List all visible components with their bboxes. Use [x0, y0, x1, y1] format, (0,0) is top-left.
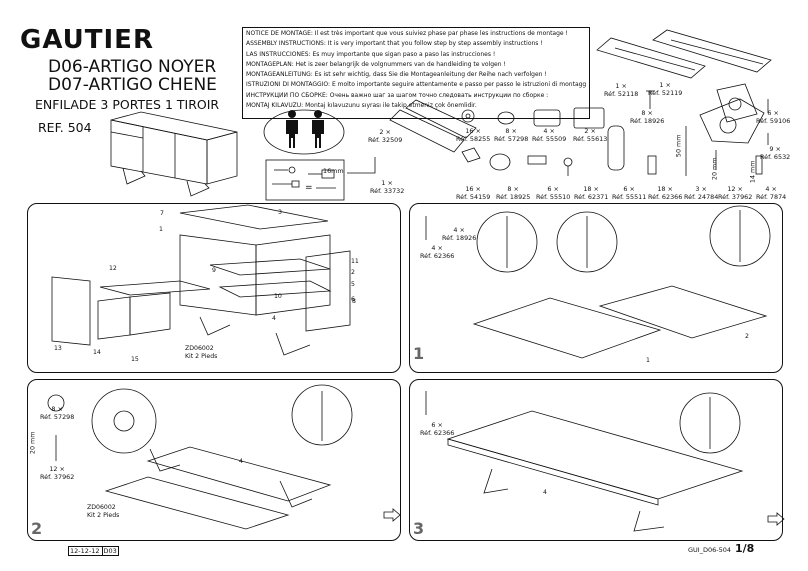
- overview-kit-code: ZD06002: [185, 345, 214, 352]
- hw-label-54159: 16 ×Réf. 54159: [456, 185, 491, 201]
- model-line-1: D06-ARTIGO NOYER: [48, 57, 217, 77]
- small-parts-row1: [461, 107, 605, 129]
- tools-box: =: [265, 159, 345, 201]
- hw-label-62366: 18 ×Réf. 62366: [648, 185, 683, 201]
- step2-kit-code: ZD06002: [87, 504, 116, 511]
- hw-label-33732: 1 ×Réf. 33732: [370, 179, 405, 195]
- hw-label-18925: 8 ×Réf. 18925: [496, 185, 531, 201]
- step2-kit-label: Kit 2 Pieds: [87, 512, 120, 519]
- brand-logo: GAUTIER: [20, 25, 154, 55]
- hw-label-32509: 2 ×Réf. 32509: [368, 128, 403, 144]
- hinge-and-screws: [646, 90, 769, 145]
- notice-line: LAS INSTRUCCIONES: Es muy importante que…: [246, 50, 496, 58]
- callout-7: 7: [160, 210, 164, 217]
- callout-6: 6: [351, 296, 355, 303]
- step2-dim-20mm: 20 mm: [28, 431, 37, 455]
- hw-label-52119: 1 ×Réf. 52119: [648, 81, 683, 97]
- hw-label-18926: 8 ×Réf. 18926: [630, 109, 665, 125]
- two-person-assembly-icon: [263, 109, 345, 155]
- step-1-drawing: [425, 205, 771, 359]
- drawer-runner-icon: [596, 29, 772, 123]
- hw-label-7874: 4 ×Réf. 7874: [756, 185, 787, 201]
- step3-callout-4: 4: [543, 489, 547, 496]
- notice-line: MONTAGEPLAN: Het is zeer belangrijk de v…: [246, 60, 506, 68]
- sideboard-thumbnail: [110, 111, 238, 197]
- callout-14: 14: [93, 349, 101, 356]
- dim-50mm: 50 mm: [674, 134, 683, 158]
- dim-20mm: 20 mm: [710, 157, 719, 181]
- step-3-panel: [409, 379, 783, 541]
- hw-label-57298: 8 ×Réf. 57298: [494, 127, 529, 143]
- product-name: ENFILADE 3 PORTES 1 TIROIR: [35, 97, 220, 112]
- step2-callout-4: 4: [239, 458, 243, 465]
- callout-13: 13: [54, 345, 62, 352]
- step3-part-62366: 6 ×Réf. 62366: [420, 421, 455, 437]
- callout-1: 1: [159, 226, 163, 233]
- reference: REF. 504: [38, 120, 92, 135]
- step1-callout-2: 2: [745, 333, 749, 340]
- hw-label-59106: 6 ×Réf. 59106: [756, 109, 791, 125]
- callout-4: 4: [272, 315, 276, 322]
- allen-key-icon: [347, 157, 376, 174]
- step2-part-37962: 12 ×Réf. 37962: [40, 465, 75, 481]
- assembly-notice-box: NOTICE DE MONTAGE: Il est très important…: [242, 27, 590, 119]
- step-1-panel: [409, 203, 783, 373]
- step1-part-18926: 4 ×Réf. 18926: [442, 226, 477, 242]
- notice-line: MONTAGEANLEITUNG: Es ist sehr wichtig, d…: [246, 71, 547, 79]
- step-3-number: 3: [413, 519, 425, 538]
- hw-label-52118: 1 ×Réf. 52118: [604, 82, 639, 98]
- hw-label-6532: 9 ×Réf. 6532: [760, 145, 791, 161]
- callout-15: 15: [131, 356, 139, 363]
- hw-label-24784: 3 ×Réf. 24784: [684, 185, 719, 201]
- step-1-number: 1: [413, 344, 425, 363]
- callout-10: 10: [274, 293, 282, 300]
- wood-piece-icon: [389, 99, 477, 153]
- hw-label-55509: 4 ×Réf. 55509: [532, 127, 567, 143]
- page-number: 1/8: [735, 542, 755, 555]
- hw-label-55613: 2 ×Réf. 55613: [573, 127, 608, 143]
- step2-part-57298: 8 ×Réf. 57298: [40, 405, 75, 421]
- overview-kit-label: Kit 2 Pieds: [185, 353, 218, 360]
- hw-label-37962: 12 ×Réf. 37962: [718, 185, 753, 201]
- hw-label-58255: 16 ×Réf. 58255: [456, 127, 491, 143]
- step-2-number: 2: [31, 519, 43, 538]
- callout-8: 8: [352, 298, 356, 305]
- next-arrow-icon: [383, 508, 401, 522]
- notice-line: MONTAJ KILAVUZU: Montaj kılavuzunu sıyra…: [246, 102, 477, 110]
- dim-14mm: 14 mm: [748, 160, 757, 184]
- hw-label-55511: 6 ×Réf. 55511: [612, 185, 647, 201]
- next-arrow-icon: [767, 512, 785, 526]
- hw-label-55510: 6 ×Réf. 55510: [536, 185, 571, 201]
- exploded-view-drawing: [51, 204, 351, 356]
- small-parts-row2: [461, 125, 763, 176]
- callout-11: 11: [351, 258, 359, 265]
- footer-doc-id: GUI_D06-504: [688, 546, 731, 554]
- exploded-view-panel: [27, 203, 401, 373]
- notice-line: NOTICE DE MONTAGE: Il est très important…: [246, 30, 568, 37]
- callout-12: 12: [109, 265, 117, 272]
- model-line-2: D07-ARTIGO CHENE: [48, 75, 217, 95]
- step-3-drawing: [425, 391, 744, 532]
- callout-5: 5: [351, 281, 355, 288]
- step-2-drawing: [47, 384, 353, 530]
- callout-3: 3: [278, 209, 282, 216]
- step-2-panel: [27, 379, 401, 541]
- notice-line: ИНСТРУКЦИИ ПО СБОРКЕ: Очень важно шаг за…: [246, 91, 549, 99]
- callout-9: 9: [212, 267, 216, 274]
- callout-2: 2: [351, 269, 355, 276]
- step1-callout-1: 1: [646, 357, 650, 364]
- hw-label-62371: 18 ×Réf. 62371: [574, 185, 609, 201]
- notice-line: ISTRUZIONI DI MONTAGGIO: E molto importa…: [246, 81, 586, 89]
- notice-line: ASSEMBLY INSTRUCTIONS: It is very import…: [246, 40, 543, 48]
- dim-16mm: 16mm: [323, 167, 344, 175]
- svg-text:=: =: [305, 183, 313, 193]
- step1-part-62366: 4 ×Réf. 62366: [420, 244, 455, 260]
